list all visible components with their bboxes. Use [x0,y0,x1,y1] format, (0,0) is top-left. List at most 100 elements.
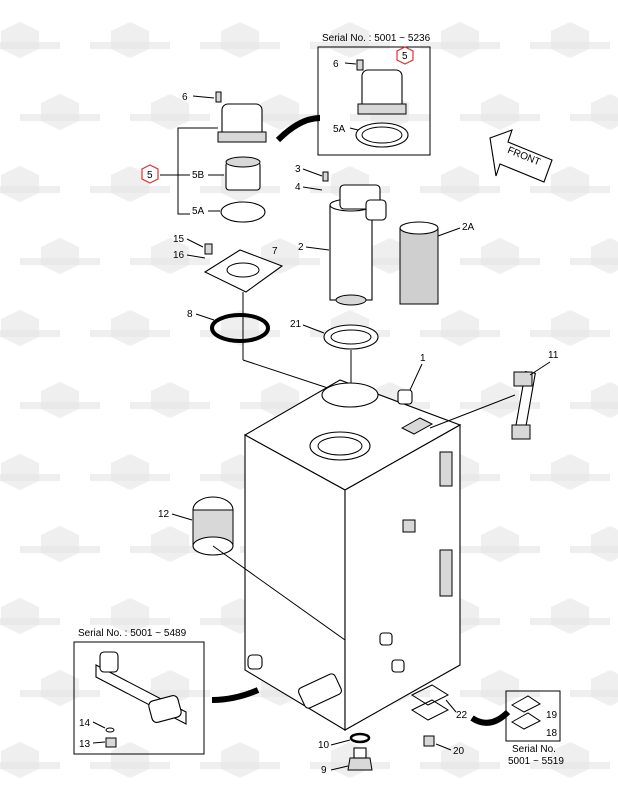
watermark-band [240,114,320,121]
watermark-logo-icon [0,22,40,58]
inset-bottom-right: 19 18 Serial No. 5001 ~ 5519 [505,690,564,767]
watermark-band [90,330,170,337]
front-arrow-icon: FRONT [489,129,553,183]
callout-9: 9 [321,765,327,776]
part-2-filter: 3 4 2 2A 21 [290,164,475,455]
watermark-logo-icon [590,382,618,418]
watermark-logo-icon [110,310,150,346]
watermark-logo-icon [40,670,80,706]
part-11-level-gauge: 11 [429,350,559,440]
watermark-band [0,186,60,193]
callout-16: 16 [173,250,185,261]
watermark-band [240,690,320,697]
watermark-band [130,690,210,697]
watermark-band [310,42,390,49]
callout-3: 3 [295,164,301,175]
watermark-band [0,474,60,481]
callout-11: 11 [548,350,559,361]
watermark-band [200,762,280,769]
watermark-logo-icon [440,166,480,202]
watermark-band [420,186,500,193]
watermark-logo-icon [550,166,590,202]
watermark-logo-icon [590,526,618,562]
watermark-band [0,618,60,625]
callout-5: 5 [147,170,153,181]
watermark-band [130,402,210,409]
callout-18: 18 [546,728,558,739]
callout-5A: 5A [192,206,205,217]
watermark-logo-icon [480,94,520,130]
callout-5B: 5B [192,170,205,181]
watermark-logo-icon [590,94,618,130]
watermark-band [570,114,618,121]
watermark-logo-icon [150,526,190,562]
watermark-logo-icon [440,310,480,346]
watermark-logo-icon [0,598,40,634]
inset-bl-serial: Serial No. : 5001 ~ 5489 [78,628,187,639]
watermark-band [0,330,60,337]
callout-7: 7 [272,246,278,257]
watermark-band [240,258,320,265]
watermark-logo-icon [590,670,618,706]
watermark-logo-icon [440,22,480,58]
watermark-logo-icon [220,22,260,58]
watermark-band [130,546,210,553]
watermark-band [460,402,540,409]
watermark-band [90,186,170,193]
callout-10: 10 [318,740,330,751]
watermark-band [420,762,500,769]
callout-21: 21 [290,319,302,330]
watermark-band [90,762,170,769]
part-1-tank: 1 [243,353,462,731]
watermark-band [200,474,280,481]
part-5-breather: 6 5B 5A 5 [141,91,267,223]
callout-5A-inset: 5A [333,124,346,135]
watermark-band [460,546,540,553]
watermark-band [90,42,170,49]
watermark-logo-icon [40,526,80,562]
callout-6: 6 [182,92,188,103]
watermark-band [20,690,100,697]
watermark-logo-icon [40,382,80,418]
watermark-band [530,762,610,769]
callout-12: 12 [158,509,170,520]
callout-22: 22 [456,710,468,721]
watermark-logo-icon [550,598,590,634]
callout-6-inset: 6 [333,59,339,70]
watermark-band [530,618,610,625]
callout-5-inset: 5 [402,51,408,62]
callout-20: 20 [453,746,465,757]
watermark-band [20,258,100,265]
watermark-logo-icon [590,238,618,274]
watermark-band [20,114,100,121]
watermark-logo-icon [110,742,150,778]
callout-1: 1 [420,353,426,364]
watermark-band [460,114,540,121]
watermark-logo-icon [0,454,40,490]
watermark-logo-icon [480,526,520,562]
part-9-drain-plug: 10 9 20 22 [318,684,511,776]
watermark-band [530,330,610,337]
watermark-logo-icon [550,310,590,346]
watermark-band [530,474,610,481]
watermark-band [460,258,540,265]
watermark-band [420,42,500,49]
watermark-band [20,402,100,409]
part-12-strainer: 12 [158,496,346,641]
watermark-logo-icon [220,742,260,778]
watermark-band [350,114,430,121]
watermark-logo-icon [40,94,80,130]
watermark-band [570,402,618,409]
callout-13: 13 [79,739,91,750]
callout-8: 8 [187,309,193,320]
watermark-logo-icon [480,238,520,274]
inset-br-serial-1: Serial No. [512,744,556,755]
watermark-band [530,42,610,49]
callout-15: 15 [173,234,185,245]
callout-2: 2 [298,242,304,253]
watermark-band [570,690,618,697]
watermark [0,22,618,778]
watermark-band [350,258,430,265]
watermark-logo-icon [550,454,590,490]
